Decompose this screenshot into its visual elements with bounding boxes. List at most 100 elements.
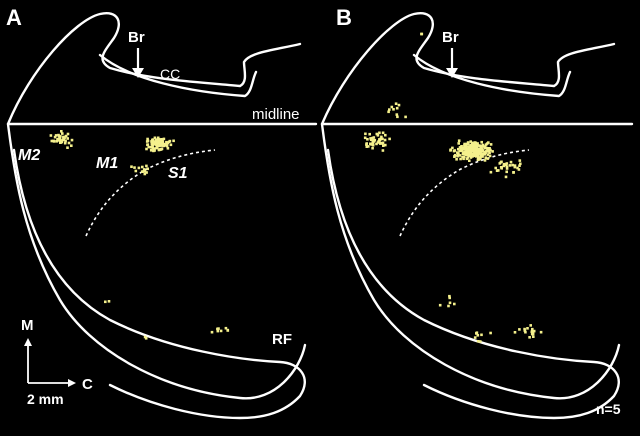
cell-dot bbox=[466, 141, 470, 144]
cell-dot bbox=[463, 142, 466, 146]
axis-m-label: M bbox=[21, 317, 34, 334]
cell-dot bbox=[64, 134, 68, 138]
cell-dot bbox=[479, 340, 482, 343]
cell-dot bbox=[365, 143, 368, 146]
cell-dot bbox=[532, 335, 535, 338]
cell-dot bbox=[160, 141, 164, 144]
cell-dot bbox=[480, 145, 484, 148]
cell-dot bbox=[516, 166, 519, 170]
cell-dot bbox=[528, 336, 531, 339]
cell-dot bbox=[154, 143, 158, 146]
cell-dot bbox=[50, 139, 54, 143]
cell-dot bbox=[518, 328, 521, 331]
cell-dot bbox=[518, 164, 521, 167]
panel-b-n-label: n=5 bbox=[596, 401, 621, 417]
cell-dot bbox=[150, 140, 153, 143]
cell-dot bbox=[478, 157, 482, 161]
cell-dot bbox=[459, 157, 462, 161]
cell-dot bbox=[481, 149, 485, 152]
cell-dot bbox=[67, 141, 71, 145]
cell-dot bbox=[390, 105, 394, 109]
cell-dot bbox=[63, 141, 67, 145]
cell-dot bbox=[523, 327, 526, 331]
cell-dot bbox=[483, 146, 486, 150]
cell-dot bbox=[453, 155, 456, 158]
panel-a-br-label: Br bbox=[128, 29, 145, 46]
cell-dot bbox=[210, 330, 214, 334]
cell-dot bbox=[145, 164, 148, 168]
axis-m-arrowhead bbox=[24, 338, 32, 346]
cell-dot bbox=[518, 159, 522, 162]
cell-dot bbox=[152, 142, 156, 146]
cell-dot bbox=[488, 151, 491, 155]
cell-dot bbox=[219, 329, 223, 333]
cell-dot bbox=[488, 154, 492, 158]
cell-dot bbox=[467, 150, 471, 154]
cell-dot bbox=[480, 147, 484, 151]
cell-dot bbox=[486, 153, 490, 156]
cell-dot bbox=[372, 136, 376, 139]
cell-dot bbox=[143, 335, 147, 339]
cell-dot bbox=[483, 145, 487, 148]
cell-dot bbox=[473, 151, 476, 155]
cell-dot bbox=[472, 142, 475, 145]
cell-dot bbox=[487, 149, 491, 152]
cell-dot bbox=[465, 142, 469, 146]
cell-dot bbox=[147, 145, 150, 149]
cell-dot bbox=[133, 166, 136, 169]
cell-dot bbox=[517, 168, 521, 171]
cell-dot bbox=[60, 140, 63, 144]
cell-dot bbox=[448, 301, 452, 305]
panel-b-labelled-cells bbox=[363, 32, 543, 343]
cell-dot bbox=[479, 151, 482, 154]
cell-dot bbox=[447, 304, 450, 308]
cell-dot bbox=[364, 132, 367, 136]
cell-dot bbox=[420, 32, 424, 36]
panel-a: A Br CC midline M2 M1 S1 RF M C 2 mm bbox=[6, 5, 318, 420]
cell-dot bbox=[141, 165, 144, 169]
cell-dot bbox=[54, 134, 58, 137]
cell-dot bbox=[478, 144, 482, 148]
cell-dot bbox=[448, 296, 451, 300]
panel-a-br-arrowhead bbox=[132, 68, 144, 78]
panel-a-midline-label: midline bbox=[252, 106, 300, 123]
cell-dot bbox=[134, 169, 138, 173]
cell-dot bbox=[365, 145, 369, 148]
cell-dot bbox=[476, 340, 480, 343]
cell-dot bbox=[466, 156, 469, 159]
cell-dot bbox=[394, 102, 398, 105]
cell-dot bbox=[513, 164, 517, 167]
cell-dot bbox=[388, 137, 391, 141]
cell-dot bbox=[157, 138, 160, 142]
cell-dot bbox=[392, 108, 395, 111]
cell-dot bbox=[53, 135, 57, 139]
cell-dot bbox=[475, 145, 479, 149]
axis-c-label: C bbox=[82, 376, 93, 393]
orientation-axes: M C 2 mm bbox=[21, 317, 93, 407]
cell-dot bbox=[381, 149, 385, 152]
cell-dot bbox=[165, 144, 169, 148]
cell-dot bbox=[489, 170, 493, 174]
cell-dot bbox=[143, 169, 146, 173]
cell-dot bbox=[104, 300, 107, 304]
cell-dot bbox=[480, 140, 483, 144]
cell-dot bbox=[58, 138, 62, 141]
cell-dot bbox=[477, 156, 480, 159]
cell-dot bbox=[397, 103, 401, 107]
cell-dot bbox=[384, 143, 387, 147]
cell-dot bbox=[60, 130, 63, 133]
cell-dot bbox=[137, 166, 141, 170]
cell-dot bbox=[483, 159, 487, 162]
cell-dot bbox=[384, 133, 387, 137]
cell-dot bbox=[474, 148, 477, 151]
cell-dot bbox=[216, 329, 220, 333]
cell-dot bbox=[378, 138, 382, 142]
cell-dot bbox=[140, 170, 144, 173]
cell-dot bbox=[484, 151, 487, 155]
cell-dot bbox=[376, 134, 380, 137]
cell-dot bbox=[371, 143, 375, 147]
cell-dot bbox=[380, 142, 384, 145]
cell-dot bbox=[467, 142, 470, 146]
cell-dot bbox=[471, 147, 475, 150]
